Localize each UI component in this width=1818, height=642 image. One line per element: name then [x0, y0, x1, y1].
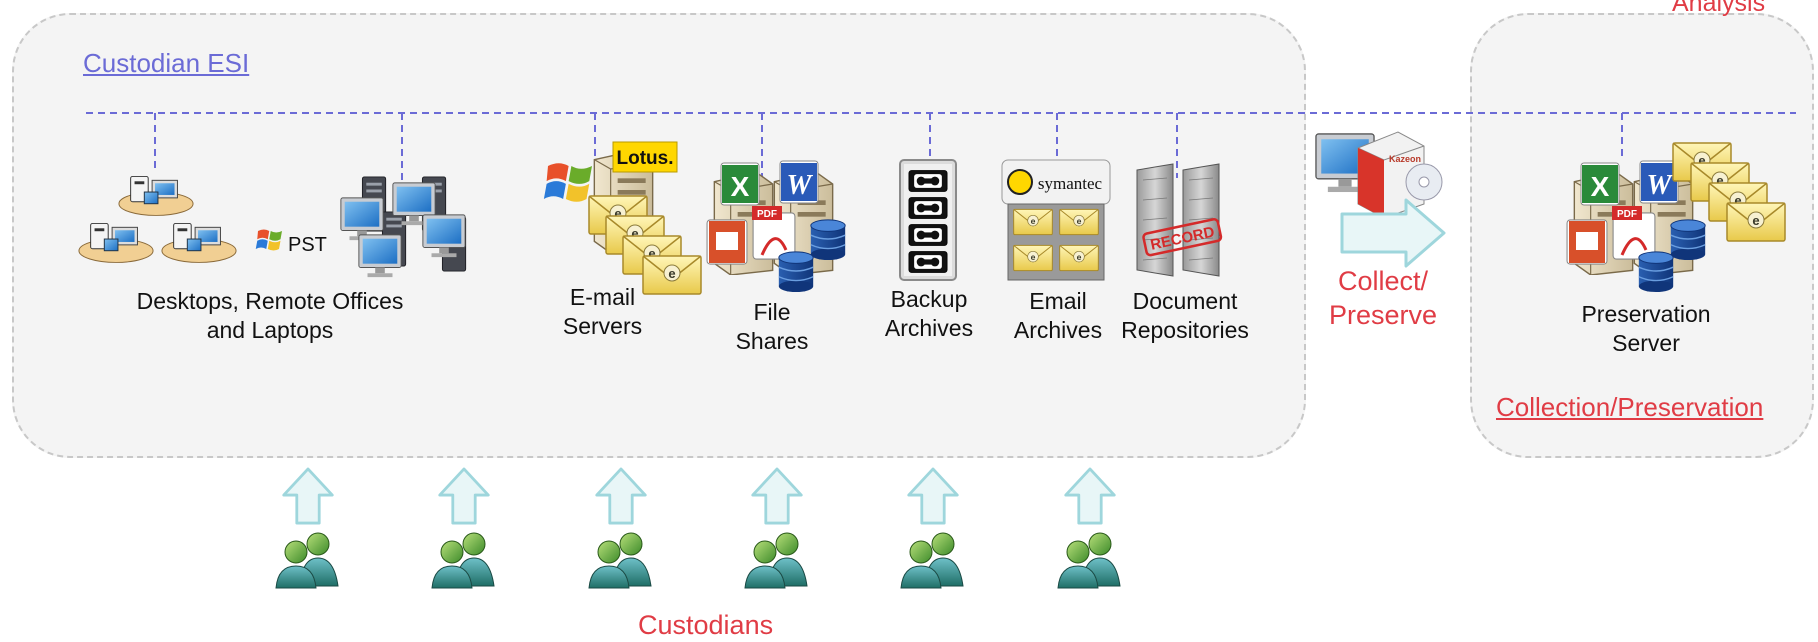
custodian-users-icon [744, 532, 808, 589]
email-envelope-icon [1726, 202, 1786, 242]
email-envelope-icon [642, 255, 702, 295]
right-arrow-icon [1340, 198, 1446, 268]
upload-arrow-icon [595, 467, 647, 525]
svg-text:X: X [731, 171, 750, 202]
document-repositories-icons: RECORD [1136, 163, 1223, 277]
kazeon-logo: Kazeon [1389, 154, 1421, 164]
custodian-users [275, 532, 1121, 589]
database-icon [810, 219, 846, 260]
preservation-server-label: Preservation Server [1581, 301, 1711, 356]
database-icon [1638, 251, 1674, 292]
svg-text:X: X [1591, 171, 1610, 202]
upload-arrow-icon [907, 467, 959, 525]
email-archives-icons: symantec [1001, 159, 1111, 281]
monitor-icon [358, 234, 402, 278]
svg-text:PDF: PDF [757, 209, 777, 220]
tape-cartridge-icon [908, 224, 948, 246]
symantec-logo: symantec [1038, 174, 1103, 193]
database-icon [1670, 219, 1706, 260]
network-dashed-lines [86, 112, 1796, 185]
upload-arrow-icon [751, 467, 803, 525]
windows-flag-icon [543, 163, 592, 202]
document-repositories-label: Document Repositories [1121, 288, 1249, 343]
tape-cartridge-icon [908, 251, 948, 273]
lotus-logo: Lotus. [617, 148, 674, 169]
preservation-server-icons: X W PDF [1566, 142, 1786, 292]
desktops-label: Desktops, Remote Offices and Laptops [136, 288, 404, 343]
custodian-users-icon [431, 532, 495, 589]
custodian-users-icon [275, 532, 339, 589]
custodian-users-icon [900, 532, 964, 589]
svg-text:W: W [787, 170, 814, 201]
collection-preservation-title[interactable]: Collection/Preservation [1496, 392, 1764, 422]
custodian-esi-title[interactable]: Custodian ESI [83, 48, 250, 78]
tape-cartridge-icon [908, 170, 948, 192]
upload-arrow-icon [438, 467, 490, 525]
svg-text:PDF: PDF [1617, 209, 1637, 220]
email-envelope-icon [1013, 208, 1053, 236]
upload-arrow-icon [282, 467, 334, 525]
desktop-pod-icon [78, 222, 154, 263]
tape-cartridge-icon [908, 197, 948, 219]
desktop-pod-icon [118, 175, 194, 216]
backup-archives-label: Backup Archives [884, 286, 974, 341]
windows-flag-icon [255, 229, 282, 251]
svg-text:W: W [1647, 170, 1674, 201]
email-envelope-icon [1013, 244, 1053, 272]
custodians-label: Custodians [638, 610, 774, 640]
custodian-arrows [282, 467, 1116, 525]
desktops-group-icons [78, 175, 467, 278]
file-shares-label: File Shares [735, 299, 809, 354]
email-archives-label: Email Archives [1013, 288, 1103, 343]
monitor-icon [340, 197, 384, 241]
email-envelope-icon [1059, 244, 1099, 272]
custodian-users-icon [588, 532, 652, 589]
file-shares-icons: X W PDF [706, 160, 846, 292]
custodian-users-icon [1057, 532, 1121, 589]
kazeon-product-icons: Kazeon [1315, 131, 1443, 219]
email-servers-icons: Lotus. [543, 141, 702, 295]
upload-arrow-icon [1064, 467, 1116, 525]
email-envelope-icon [1059, 208, 1099, 236]
analysis-title-partial[interactable]: Analysis [1672, 0, 1766, 17]
collect-preserve-label: Collect/ Preserve [1328, 266, 1438, 330]
database-icon [778, 251, 814, 292]
pst-label: PST [288, 234, 327, 256]
email-servers-label: E-mail Servers [562, 284, 643, 339]
desktop-pod-icon [161, 222, 237, 263]
backup-archives-icons [899, 159, 957, 281]
